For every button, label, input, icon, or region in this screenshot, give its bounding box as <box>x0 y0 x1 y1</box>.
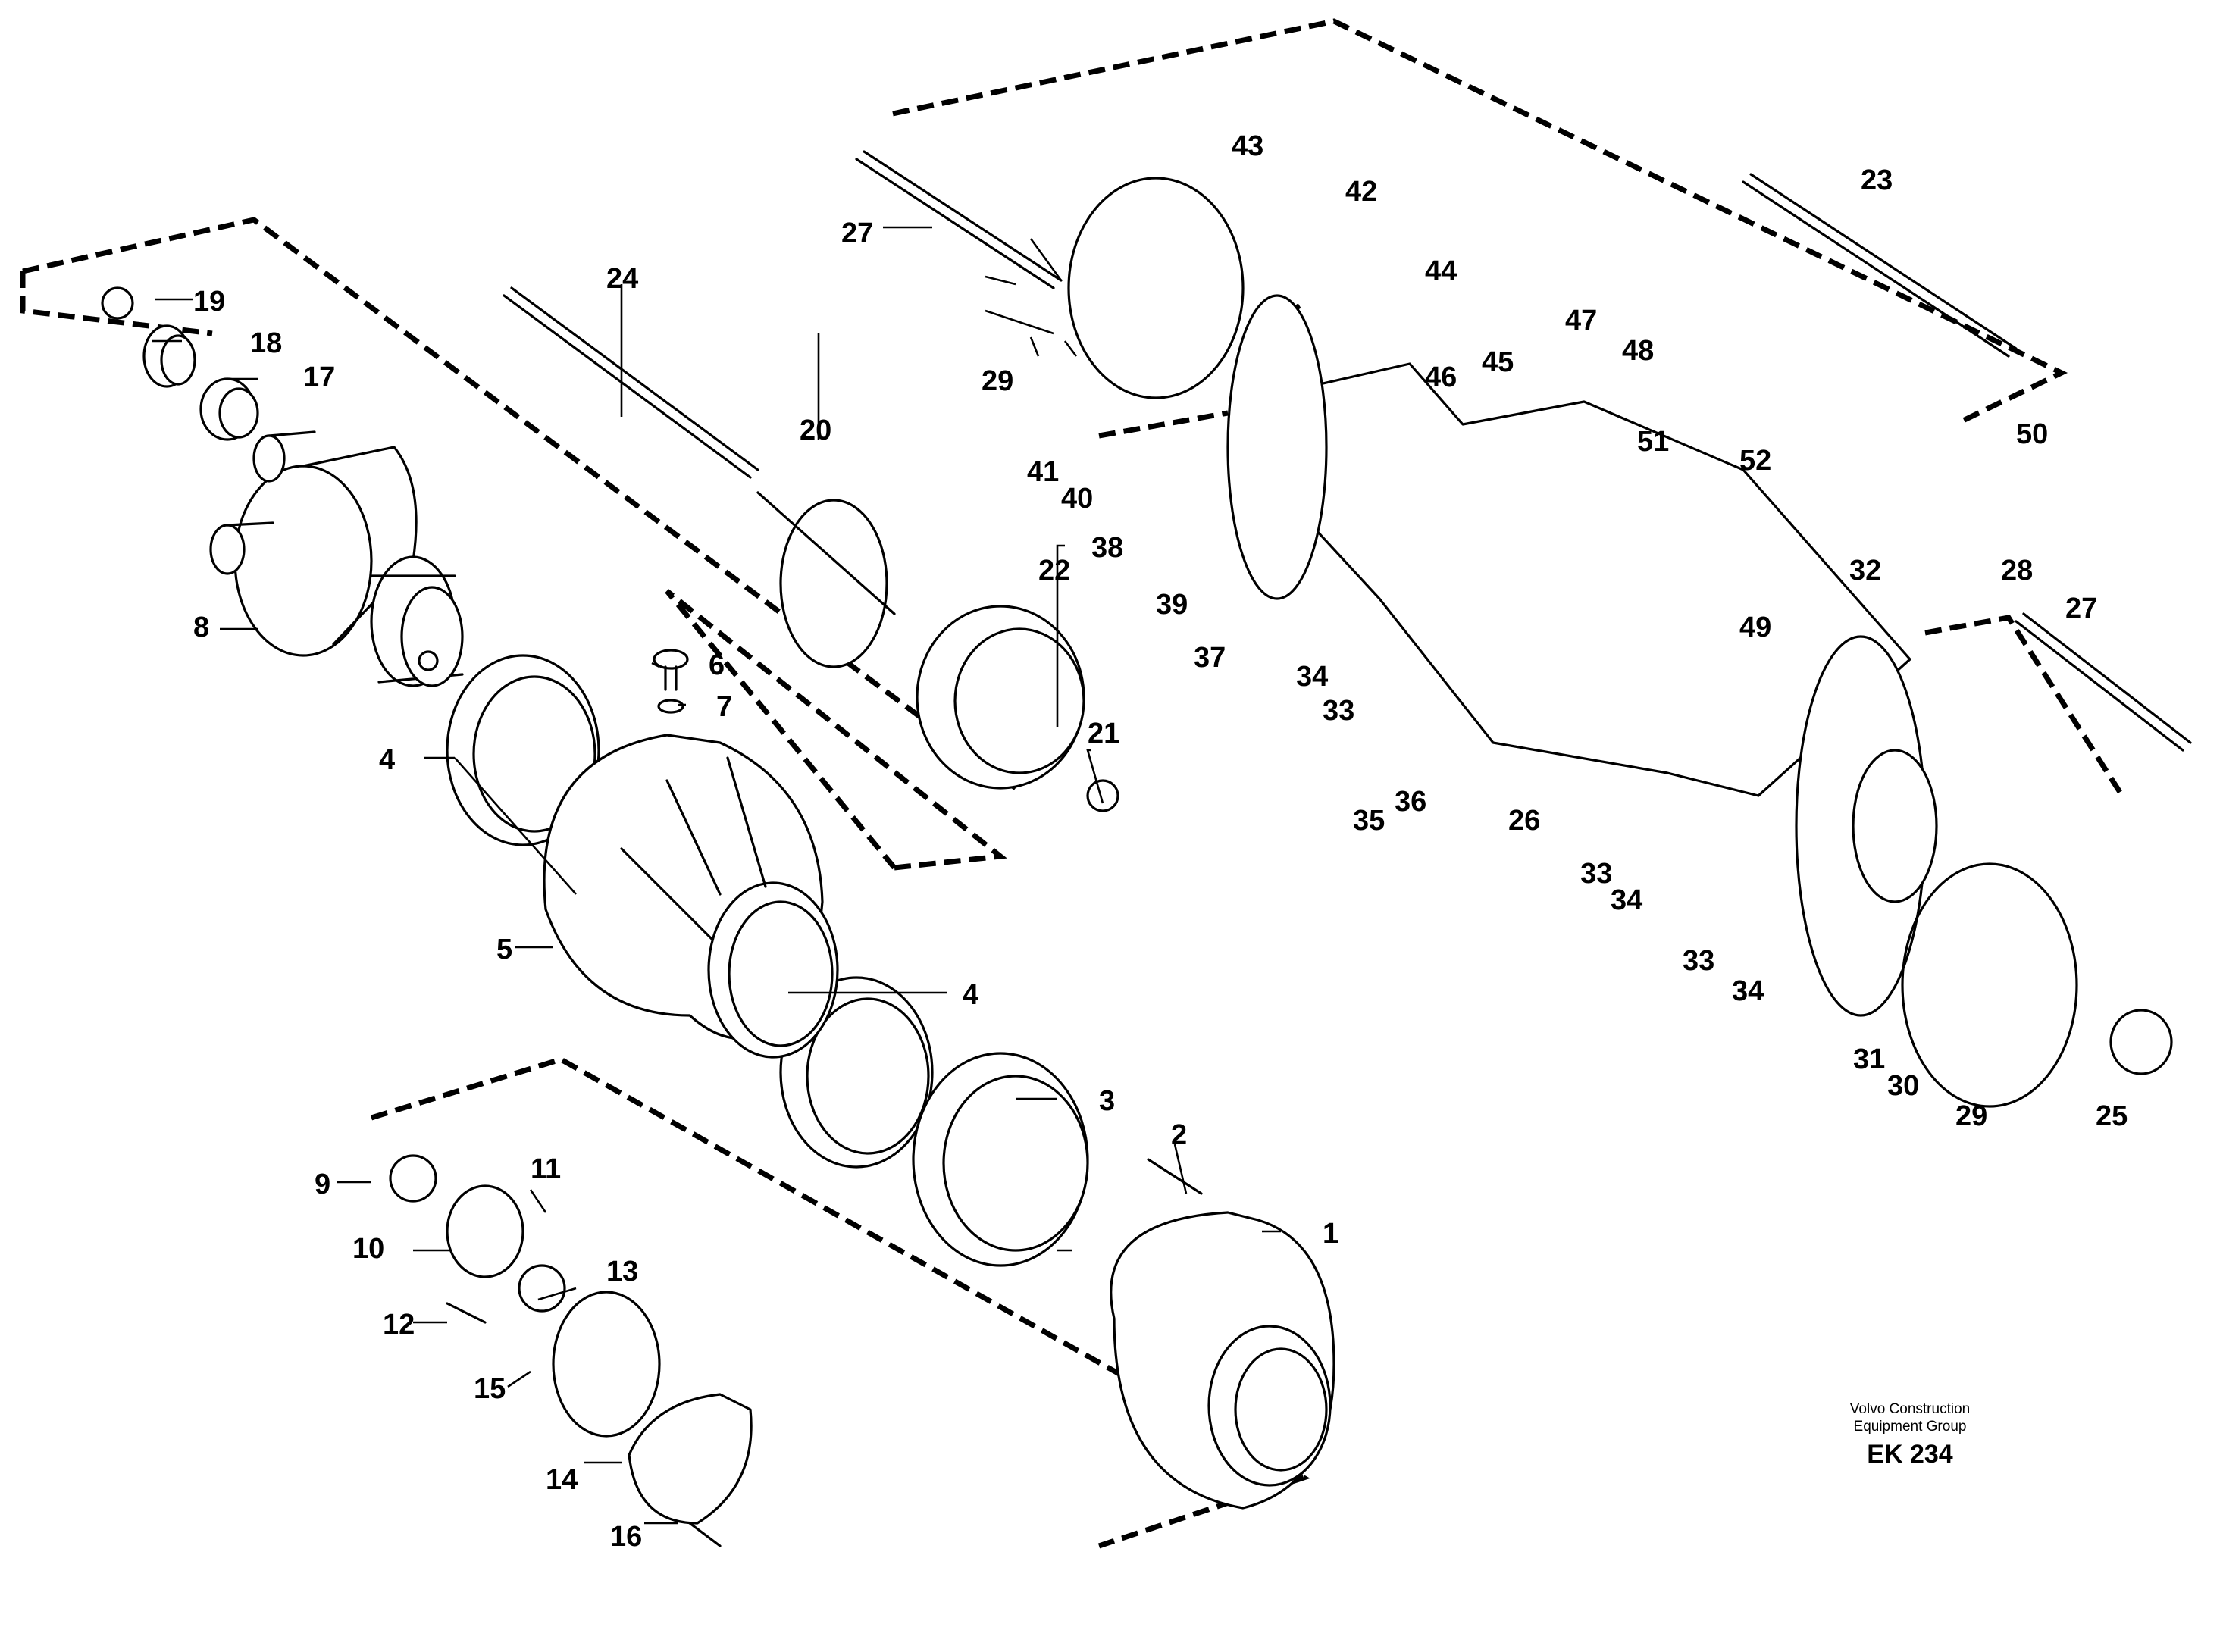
callout-34c: 34 <box>1732 975 1764 1007</box>
callout-30: 30 <box>1887 1070 1919 1102</box>
callout-1: 1 <box>1323 1218 1338 1250</box>
callout-35: 35 <box>1353 805 1385 837</box>
callout-3: 3 <box>1099 1085 1115 1117</box>
callout-32: 32 <box>1849 555 1881 587</box>
callout-45: 45 <box>1482 346 1514 378</box>
o-ring-29-left <box>1067 177 1245 399</box>
credit-block: Volvo Construction Equipment Group EK 23… <box>1850 1401 1970 1469</box>
outline-shaft-group <box>665 589 1007 871</box>
callout-52: 52 <box>1739 445 1771 477</box>
planetary-carrier <box>209 430 464 687</box>
callout-27a: 27 <box>841 217 873 249</box>
callout-34b: 34 <box>1611 884 1642 916</box>
shaft-27-right <box>2015 612 2192 752</box>
callout-4a: 4 <box>379 744 395 776</box>
callout-40: 40 <box>1061 483 1093 515</box>
callout-19: 19 <box>193 286 225 318</box>
outline-axle-top <box>892 18 2068 424</box>
outline-planetary-carrier-group <box>20 217 1018 790</box>
callout-33a: 33 <box>1323 695 1354 727</box>
callout-6: 6 <box>709 649 725 681</box>
callout-34a: 34 <box>1296 661 1328 693</box>
callout-11: 11 <box>531 1153 561 1185</box>
o-ring-29-right <box>1901 862 2078 1108</box>
callout-39: 39 <box>1156 589 1188 621</box>
wheel-hub-1 <box>1110 1211 1335 1510</box>
callout-46: 46 <box>1425 361 1457 393</box>
callout-18: 18 <box>250 327 282 359</box>
callout-27b: 27 <box>2065 593 2097 624</box>
callout-51: 51 <box>1637 426 1669 458</box>
callout-22: 22 <box>1038 555 1070 587</box>
callout-16: 16 <box>610 1521 642 1553</box>
callout-48: 48 <box>1622 335 1654 367</box>
callout-13: 13 <box>606 1256 638 1287</box>
drawing-code: EK 234 <box>1867 1440 1952 1469</box>
callout-2: 2 <box>1171 1119 1187 1151</box>
pin-bearing-gear-clip <box>101 286 259 441</box>
leader-lines <box>152 226 1281 1525</box>
callout-49: 49 <box>1739 612 1771 643</box>
screw-6-washer-7 <box>653 649 689 714</box>
callout-numbers: 1 2 3 4 4 5 6 7 8 9 10 11 12 13 14 15 16… <box>193 130 2128 1553</box>
ring-3 <box>912 1052 1089 1267</box>
callout-21: 21 <box>1088 718 1119 749</box>
callout-31: 31 <box>1853 1043 1885 1075</box>
callout-26: 26 <box>1508 805 1540 837</box>
callout-28: 28 <box>2001 555 2033 587</box>
callout-47: 47 <box>1565 305 1597 336</box>
axle-housing <box>1226 294 1938 1017</box>
callout-29b: 29 <box>1955 1100 1987 1132</box>
ring-22-seal-21 <box>916 605 1119 812</box>
callout-33b: 33 <box>1580 858 1612 890</box>
callout-20: 20 <box>800 415 831 446</box>
cone-hub-5 <box>543 734 839 1059</box>
callout-15: 15 <box>474 1373 506 1405</box>
hub-cover-parts <box>389 1154 753 1547</box>
callout-37: 37 <box>1194 642 1226 674</box>
callout-29a: 29 <box>982 365 1013 397</box>
callout-5: 5 <box>496 934 512 965</box>
callout-44: 44 <box>1425 255 1457 287</box>
sleeve-25 <box>2109 1009 2173 1075</box>
callout-24: 24 <box>606 263 638 295</box>
screw-2 <box>1147 1158 1203 1195</box>
callout-25: 25 <box>2096 1100 2128 1132</box>
callout-23: 23 <box>1861 164 1893 196</box>
callout-10: 10 <box>352 1233 384 1265</box>
callout-50: 50 <box>2016 418 2048 450</box>
credit-line-1: Volvo Construction <box>1850 1401 1970 1417</box>
callout-8: 8 <box>193 612 209 643</box>
callout-12: 12 <box>383 1309 415 1341</box>
shaft-23 <box>1742 173 2018 358</box>
callout-43: 43 <box>1232 130 1263 162</box>
callout-7: 7 <box>716 691 732 723</box>
callout-33c: 33 <box>1683 945 1714 977</box>
shafts-24-20 <box>503 286 896 668</box>
callout-36: 36 <box>1395 786 1426 818</box>
shaft-27-left <box>855 150 1063 289</box>
callout-14: 14 <box>546 1464 578 1496</box>
outline-hub-group <box>370 1056 1310 1549</box>
callout-38: 38 <box>1091 532 1123 564</box>
callout-4b: 4 <box>963 979 978 1011</box>
credit-line-2: Equipment Group <box>1854 1419 1967 1435</box>
callout-9: 9 <box>315 1169 330 1200</box>
callout-17: 17 <box>303 361 335 393</box>
callout-41: 41 <box>1027 456 1059 488</box>
callout-42: 42 <box>1345 176 1377 208</box>
